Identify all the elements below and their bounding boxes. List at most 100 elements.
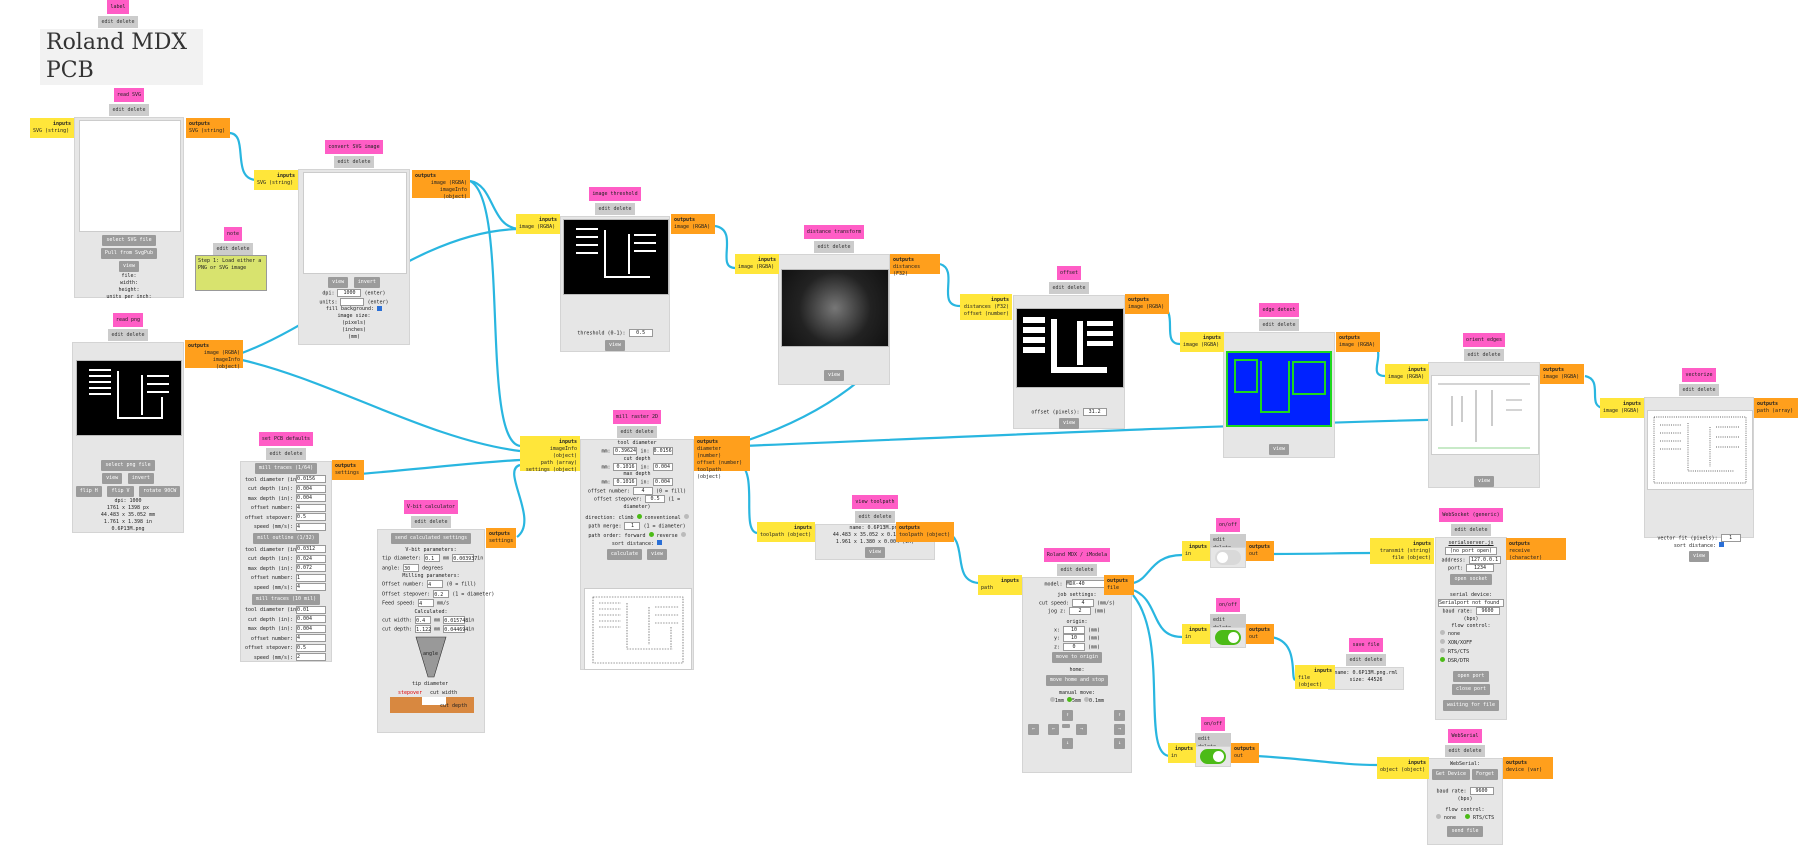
jog-left-button[interactable]: ←: [1048, 724, 1060, 735]
jog-center-button[interactable]: [1062, 724, 1070, 728]
mill-traces-164-button[interactable]: mill traces (1/64): [254, 463, 318, 474]
offset-pixels-input[interactable]: 31.2: [1082, 408, 1107, 416]
get-device-button[interactable]: Get Device: [1431, 769, 1471, 780]
max-depth-mm-input[interactable]: 0.1016: [613, 478, 638, 486]
pcb-setting-input[interactable]: 4: [296, 503, 327, 512]
sort-distance-checkbox[interactable]: [657, 540, 663, 545]
close-port-button[interactable]: close port: [1451, 683, 1491, 695]
read-png-view-button[interactable]: view: [102, 473, 123, 484]
flow-rtscts-radio[interactable]: [1440, 647, 1445, 653]
convert-svg-view-button[interactable]: view: [328, 277, 349, 288]
note-edit-delete[interactable]: edit delete: [213, 243, 253, 255]
offset-stepover-input[interactable]: 0.5: [645, 495, 666, 503]
serial-device-select[interactable]: Serialport not found: [1438, 598, 1504, 607]
vbit-offset-number-input[interactable]: 4: [427, 580, 444, 588]
send-file-button[interactable]: send file: [1447, 825, 1483, 837]
move-to-origin-button[interactable]: move to origin: [1051, 652, 1103, 663]
distance-edit-delete[interactable]: edit delete: [814, 241, 854, 253]
tip-diameter-input[interactable]: 0.1: [424, 554, 441, 562]
angle-input[interactable]: 30: [403, 563, 420, 572]
tool-diameter-in-input[interactable]: 0.0156: [652, 447, 673, 455]
note-textarea[interactable]: Step 1: Load either a PNG or SVG image: [195, 255, 267, 291]
pcb-setting-input[interactable]: 0.004: [296, 494, 327, 502]
save-file-edit-delete[interactable]: edit delete: [1346, 654, 1386, 666]
flip-h-button[interactable]: flip H: [75, 486, 102, 497]
onoff-3-toggle[interactable]: [1200, 749, 1226, 764]
step-01mm-radio[interactable]: [1084, 697, 1090, 702]
pcb-setting-input[interactable]: 0.004: [296, 624, 327, 633]
dpi-input[interactable]: 1000: [337, 289, 362, 297]
mill-raster-view-button[interactable]: view: [647, 549, 668, 560]
cut-depth-in-input[interactable]: 0.004: [652, 462, 673, 471]
read-png-invert-button[interactable]: invert: [127, 473, 154, 484]
offset-number-input[interactable]: 4: [633, 486, 654, 495]
rotate-90cw-button[interactable]: rotate 90CW: [139, 486, 181, 497]
distance-view-button[interactable]: view: [823, 370, 845, 381]
jog-right-side-button[interactable]: →: [1114, 724, 1126, 735]
cut-depth-mm-input[interactable]: 0.1016: [613, 462, 638, 471]
pcb-setting-input[interactable]: 0.004: [296, 484, 327, 493]
webserial-flow-none-radio[interactable]: [1435, 813, 1441, 819]
flow-none-radio[interactable]: [1440, 629, 1445, 635]
origin-z-input[interactable]: 0: [1062, 642, 1085, 651]
address-input[interactable]: 127.0.0.1: [1468, 555, 1501, 564]
flow-xonxoff-radio[interactable]: [1440, 638, 1445, 644]
webserial-edit-delete[interactable]: edit delete: [1445, 745, 1485, 757]
vbit-edit-delete[interactable]: edit delete: [411, 516, 451, 528]
max-depth-in-input[interactable]: 0.004: [652, 478, 673, 486]
jog-z-down-button[interactable]: ↓: [1114, 738, 1126, 749]
path-merge-input[interactable]: 1: [624, 521, 641, 530]
jog-z-input[interactable]: 2: [1069, 607, 1091, 615]
pcb-setting-input[interactable]: 0.0156: [296, 475, 327, 483]
select-svg-file-button[interactable]: select SVG file: [102, 235, 156, 246]
forget-button[interactable]: Forget: [1472, 769, 1499, 780]
send-calculated-settings-button[interactable]: send calculated settings: [390, 533, 472, 544]
pcb-setting-input[interactable]: 0.072: [296, 564, 327, 572]
websocket-edit-delete[interactable]: edit delete: [1451, 524, 1491, 536]
convert-svg-invert-button[interactable]: invert: [353, 277, 380, 288]
webserial-flow-rtscts-radio[interactable]: [1465, 813, 1470, 819]
climb-radio[interactable]: [636, 513, 642, 519]
jog-left-side-button[interactable]: ←: [1028, 724, 1040, 735]
mill-raster-edit-delete[interactable]: edit delete: [617, 426, 657, 438]
threshold-input[interactable]: 0.5: [628, 329, 653, 337]
reverse-radio[interactable]: [680, 532, 686, 537]
units-input[interactable]: [340, 297, 365, 306]
offset-view-button[interactable]: view: [1058, 418, 1080, 429]
read-svg-edit-delete[interactable]: edit delete: [109, 104, 149, 116]
fill-background-checkbox[interactable]: [377, 306, 383, 311]
pcb-setting-input[interactable]: 0.5: [296, 513, 327, 521]
offset-edit-delete[interactable]: edit delete: [1049, 282, 1089, 294]
pcb-setting-input[interactable]: 2: [296, 653, 327, 661]
mill-traces-10mil-button[interactable]: mill traces (10 mil): [251, 593, 321, 605]
conventional-radio[interactable]: [683, 513, 689, 519]
open-port-button[interactable]: open port: [1453, 670, 1489, 682]
edge-edit-delete[interactable]: edit delete: [1259, 319, 1299, 331]
roland-edit-delete[interactable]: edit delete: [1057, 564, 1097, 576]
calculate-button[interactable]: calculate: [606, 549, 643, 560]
vbit-offset-stepover-input[interactable]: 0.2: [433, 589, 450, 598]
